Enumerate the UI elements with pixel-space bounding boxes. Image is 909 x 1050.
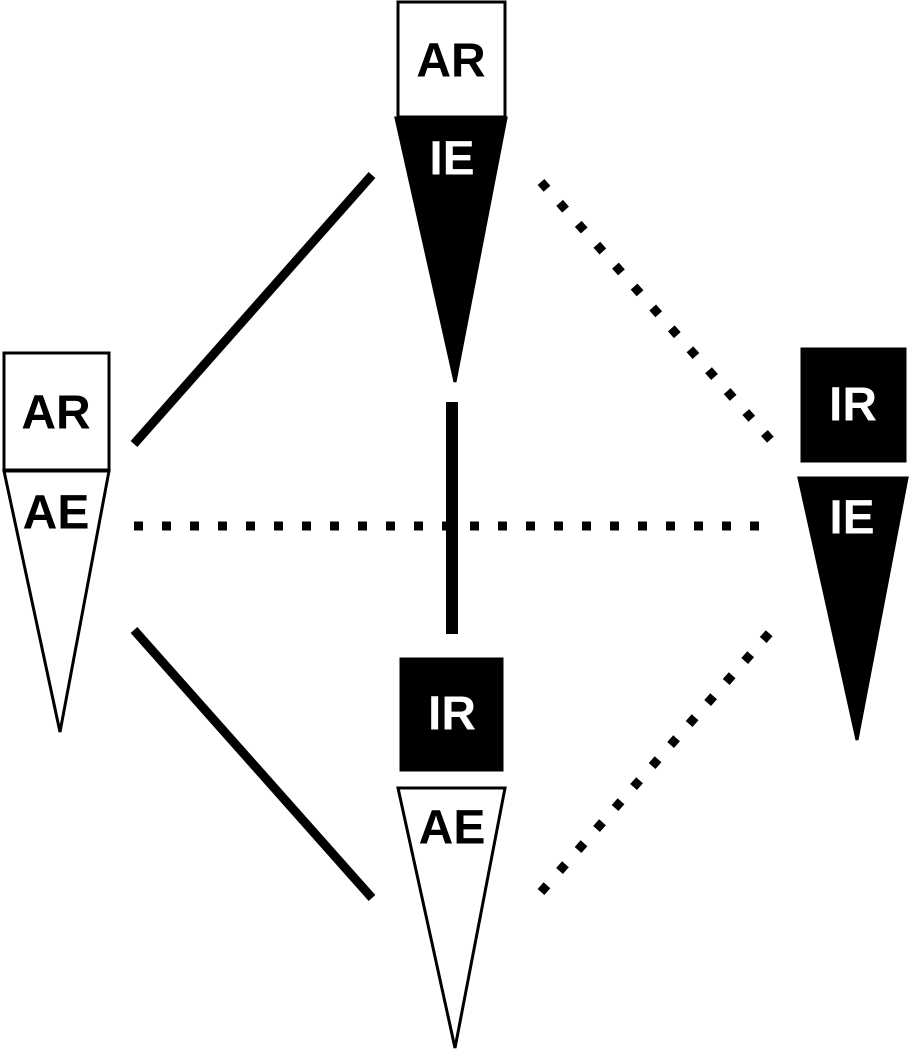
node-right-box-label: IR	[829, 379, 877, 432]
node-left-box	[2, 351, 111, 472]
node-right-cone-label: IE	[829, 492, 874, 545]
connector-top-left-solid	[130, 172, 376, 447]
node-bottom-box-label: IR	[428, 688, 476, 741]
node-left-cone-label: AE	[23, 487, 90, 540]
node-right-cone	[797, 476, 909, 741]
node-left-box-label: AR	[21, 387, 90, 440]
node-top-cone	[394, 116, 508, 383]
node-top-box-label: AR	[416, 35, 485, 88]
node-top-box	[396, 0, 507, 119]
connectors	[130, 172, 780, 901]
connector-top-right-dotted	[537, 179, 780, 449]
node-bottom-cone	[396, 786, 507, 1049]
node-bottom: IR AE	[396, 657, 507, 1049]
node-bottom-box	[399, 657, 504, 772]
node-top: AR IE	[394, 0, 508, 383]
node-left-cone	[2, 469, 111, 733]
node-right-box	[800, 347, 907, 463]
node-left: AR AE	[2, 351, 111, 733]
node-bottom-cone-label: AE	[419, 802, 486, 855]
node-right: IR IE	[797, 347, 909, 741]
connector-bottom-right-dotted	[537, 627, 776, 895]
connector-left-bottom-solid	[130, 627, 376, 901]
node-top-cone-label: IE	[429, 133, 474, 186]
